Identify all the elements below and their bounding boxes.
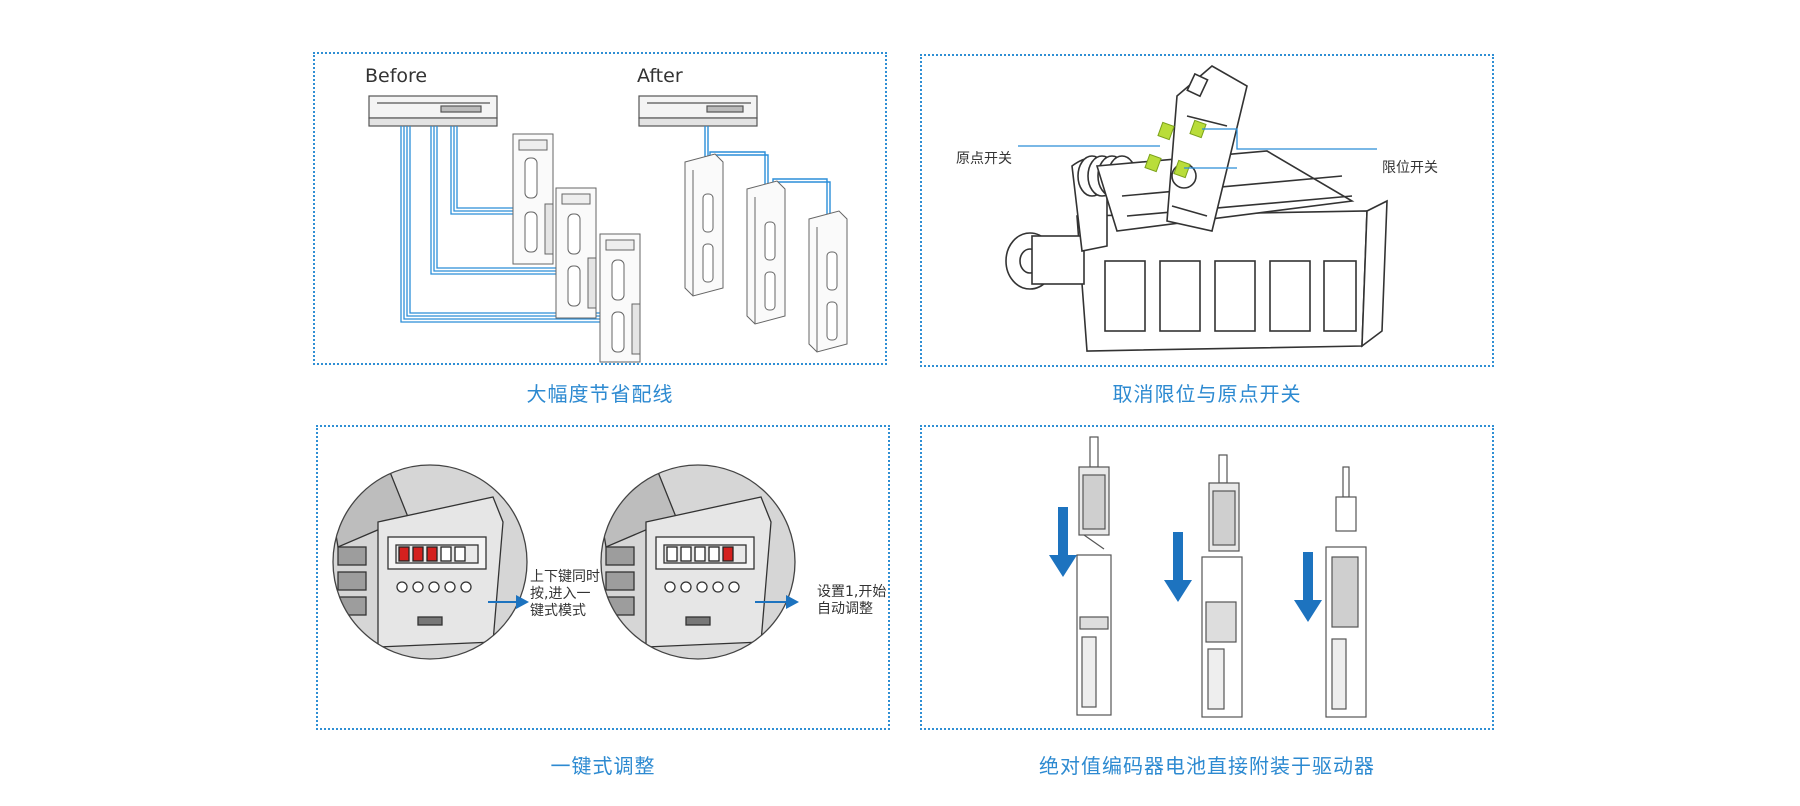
battery-arrow-2 bbox=[1164, 532, 1192, 602]
before-drive-1 bbox=[512, 133, 554, 265]
battery-arrow-3 bbox=[1294, 552, 1322, 622]
panel-closeups bbox=[332, 464, 799, 660]
after-label: After bbox=[637, 65, 683, 87]
before-drive-3 bbox=[599, 233, 641, 363]
pointer-arrows bbox=[488, 595, 799, 609]
step1-line3: 键式模式 bbox=[530, 603, 586, 619]
machine-diagram bbox=[1005, 65, 1388, 352]
wiring-diagram bbox=[368, 95, 848, 363]
closeup-1 bbox=[333, 465, 527, 659]
battery-stage-2 bbox=[1201, 454, 1243, 718]
after-controller bbox=[638, 95, 758, 127]
limit-switch-label: 限位开关 bbox=[1382, 160, 1438, 176]
after-drive-1 bbox=[684, 153, 724, 297]
tuning-panel: 上下键同时 按,进入一 键式模式 设置1,开始 自动调整 bbox=[316, 425, 890, 730]
switch-markers bbox=[1144, 119, 1207, 179]
battery-arrow-1 bbox=[1049, 507, 1077, 577]
step2-line2: 自动调整 bbox=[817, 601, 873, 617]
switch-leader-lines bbox=[1018, 128, 1377, 169]
machine-base bbox=[1076, 199, 1388, 352]
switch-panel: 原点开关 限位开关 bbox=[920, 54, 1494, 367]
before-controller bbox=[368, 95, 498, 127]
before-cables bbox=[400, 126, 602, 323]
tuning-caption: 一键式调整 bbox=[550, 754, 656, 778]
after-drive-3 bbox=[808, 210, 848, 353]
step1-line2: 按,进入一 bbox=[530, 586, 591, 602]
wiring-panel: Before After bbox=[313, 52, 887, 365]
before-drive-2 bbox=[555, 187, 597, 319]
switch-caption: 取消限位与原点开关 bbox=[1112, 382, 1302, 406]
step2-line1: 设置1,开始 bbox=[817, 584, 887, 600]
closeup-2 bbox=[601, 465, 795, 659]
before-label: Before bbox=[365, 65, 428, 87]
wiring-caption: 大幅度节省配线 bbox=[526, 382, 674, 406]
battery-stage-3 bbox=[1325, 466, 1367, 718]
battery-panel bbox=[920, 425, 1494, 730]
battery-diagram bbox=[1049, 436, 1367, 718]
step1-line1: 上下键同时 bbox=[530, 569, 600, 585]
after-drive-2 bbox=[746, 180, 786, 325]
battery-caption: 绝对值编码器电池直接附装于驱动器 bbox=[1039, 754, 1375, 778]
battery-stage-1 bbox=[1076, 436, 1112, 716]
home-switch-label: 原点开关 bbox=[956, 151, 1012, 167]
